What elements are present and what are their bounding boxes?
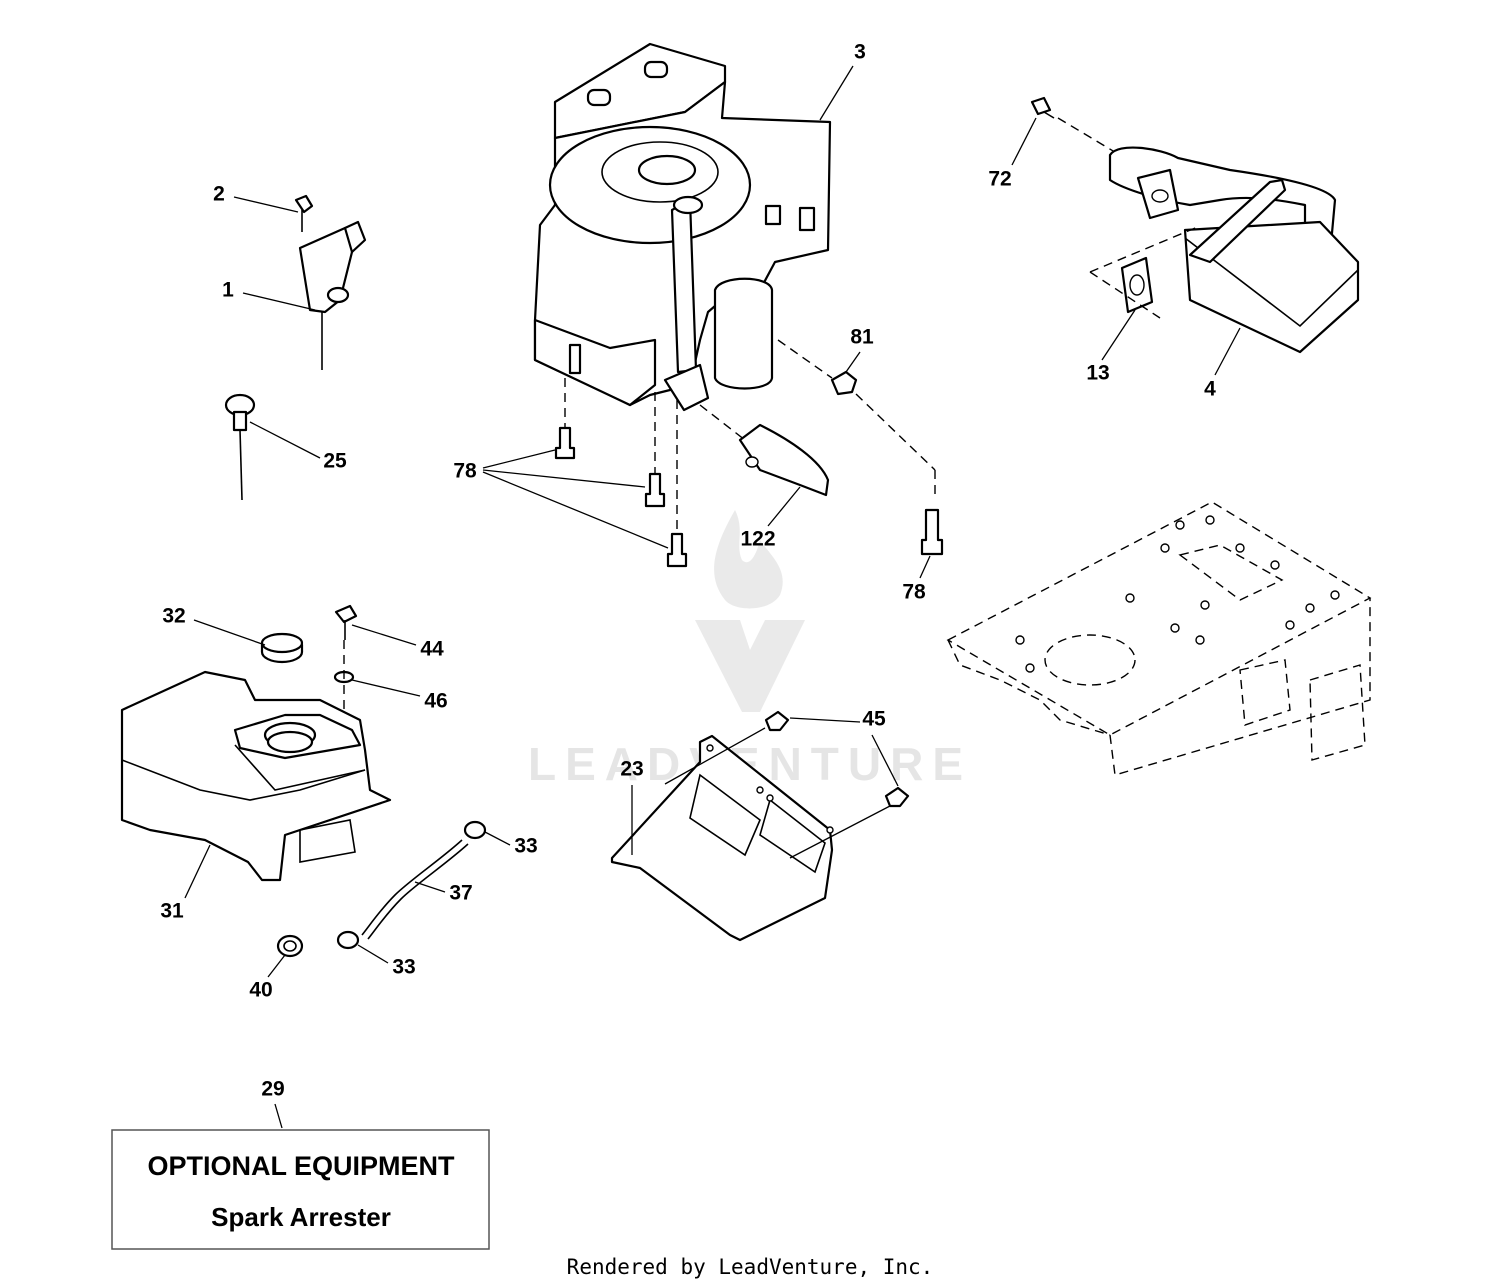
label-2: 2 xyxy=(213,183,225,206)
label-29: 29 xyxy=(261,1078,284,1101)
label-37: 37 xyxy=(449,882,472,905)
label-72: 72 xyxy=(988,168,1011,191)
label-46: 46 xyxy=(424,690,447,713)
label-78-b: 78 xyxy=(902,581,926,604)
frame xyxy=(946,501,1372,776)
fuel-tank xyxy=(120,670,392,882)
screws-45 xyxy=(764,710,910,808)
label-31: 31 xyxy=(160,900,184,923)
label-78-a: 78 xyxy=(453,460,477,483)
label-13: 13 xyxy=(1086,362,1109,385)
label-44: 44 xyxy=(420,638,444,661)
spark-arrester-text: Spark Arrester xyxy=(211,1202,391,1232)
optional-equipment-title: OPTIONAL EQUIPMENT xyxy=(147,1151,455,1181)
bolt-72 xyxy=(1030,96,1055,119)
shield-122 xyxy=(738,423,830,497)
fuel-line xyxy=(276,820,487,958)
nut-81 xyxy=(830,370,858,396)
throttle-control xyxy=(294,194,367,370)
label-3: 3 xyxy=(854,41,866,64)
muffler xyxy=(1108,146,1360,354)
label-23: 23 xyxy=(620,758,643,781)
engine xyxy=(533,42,832,412)
footer-credit: Rendered by LeadVenture, Inc. xyxy=(567,1255,934,1279)
label-40: 40 xyxy=(249,979,272,1002)
label-32: 32 xyxy=(162,605,185,628)
leadventure-watermark: LEADVENTURE xyxy=(528,510,963,790)
heat-shield xyxy=(610,734,834,942)
label-81: 81 xyxy=(850,326,874,349)
fuel-cap xyxy=(260,632,304,664)
label-1: 1 xyxy=(222,279,234,302)
label-33-b: 33 xyxy=(392,956,415,979)
label-33-a: 33 xyxy=(514,835,537,858)
gasket xyxy=(1120,256,1154,314)
label-122: 122 xyxy=(740,528,775,551)
optional-equipment-box: OPTIONAL EQUIPMENT Spark Arrester xyxy=(111,1129,490,1250)
label-45: 45 xyxy=(862,708,886,731)
screw-44 xyxy=(334,604,358,640)
label-25: 25 xyxy=(323,450,347,473)
engine-bolts xyxy=(554,426,944,568)
choke-knob xyxy=(224,393,256,501)
label-4: 4 xyxy=(1204,378,1216,401)
